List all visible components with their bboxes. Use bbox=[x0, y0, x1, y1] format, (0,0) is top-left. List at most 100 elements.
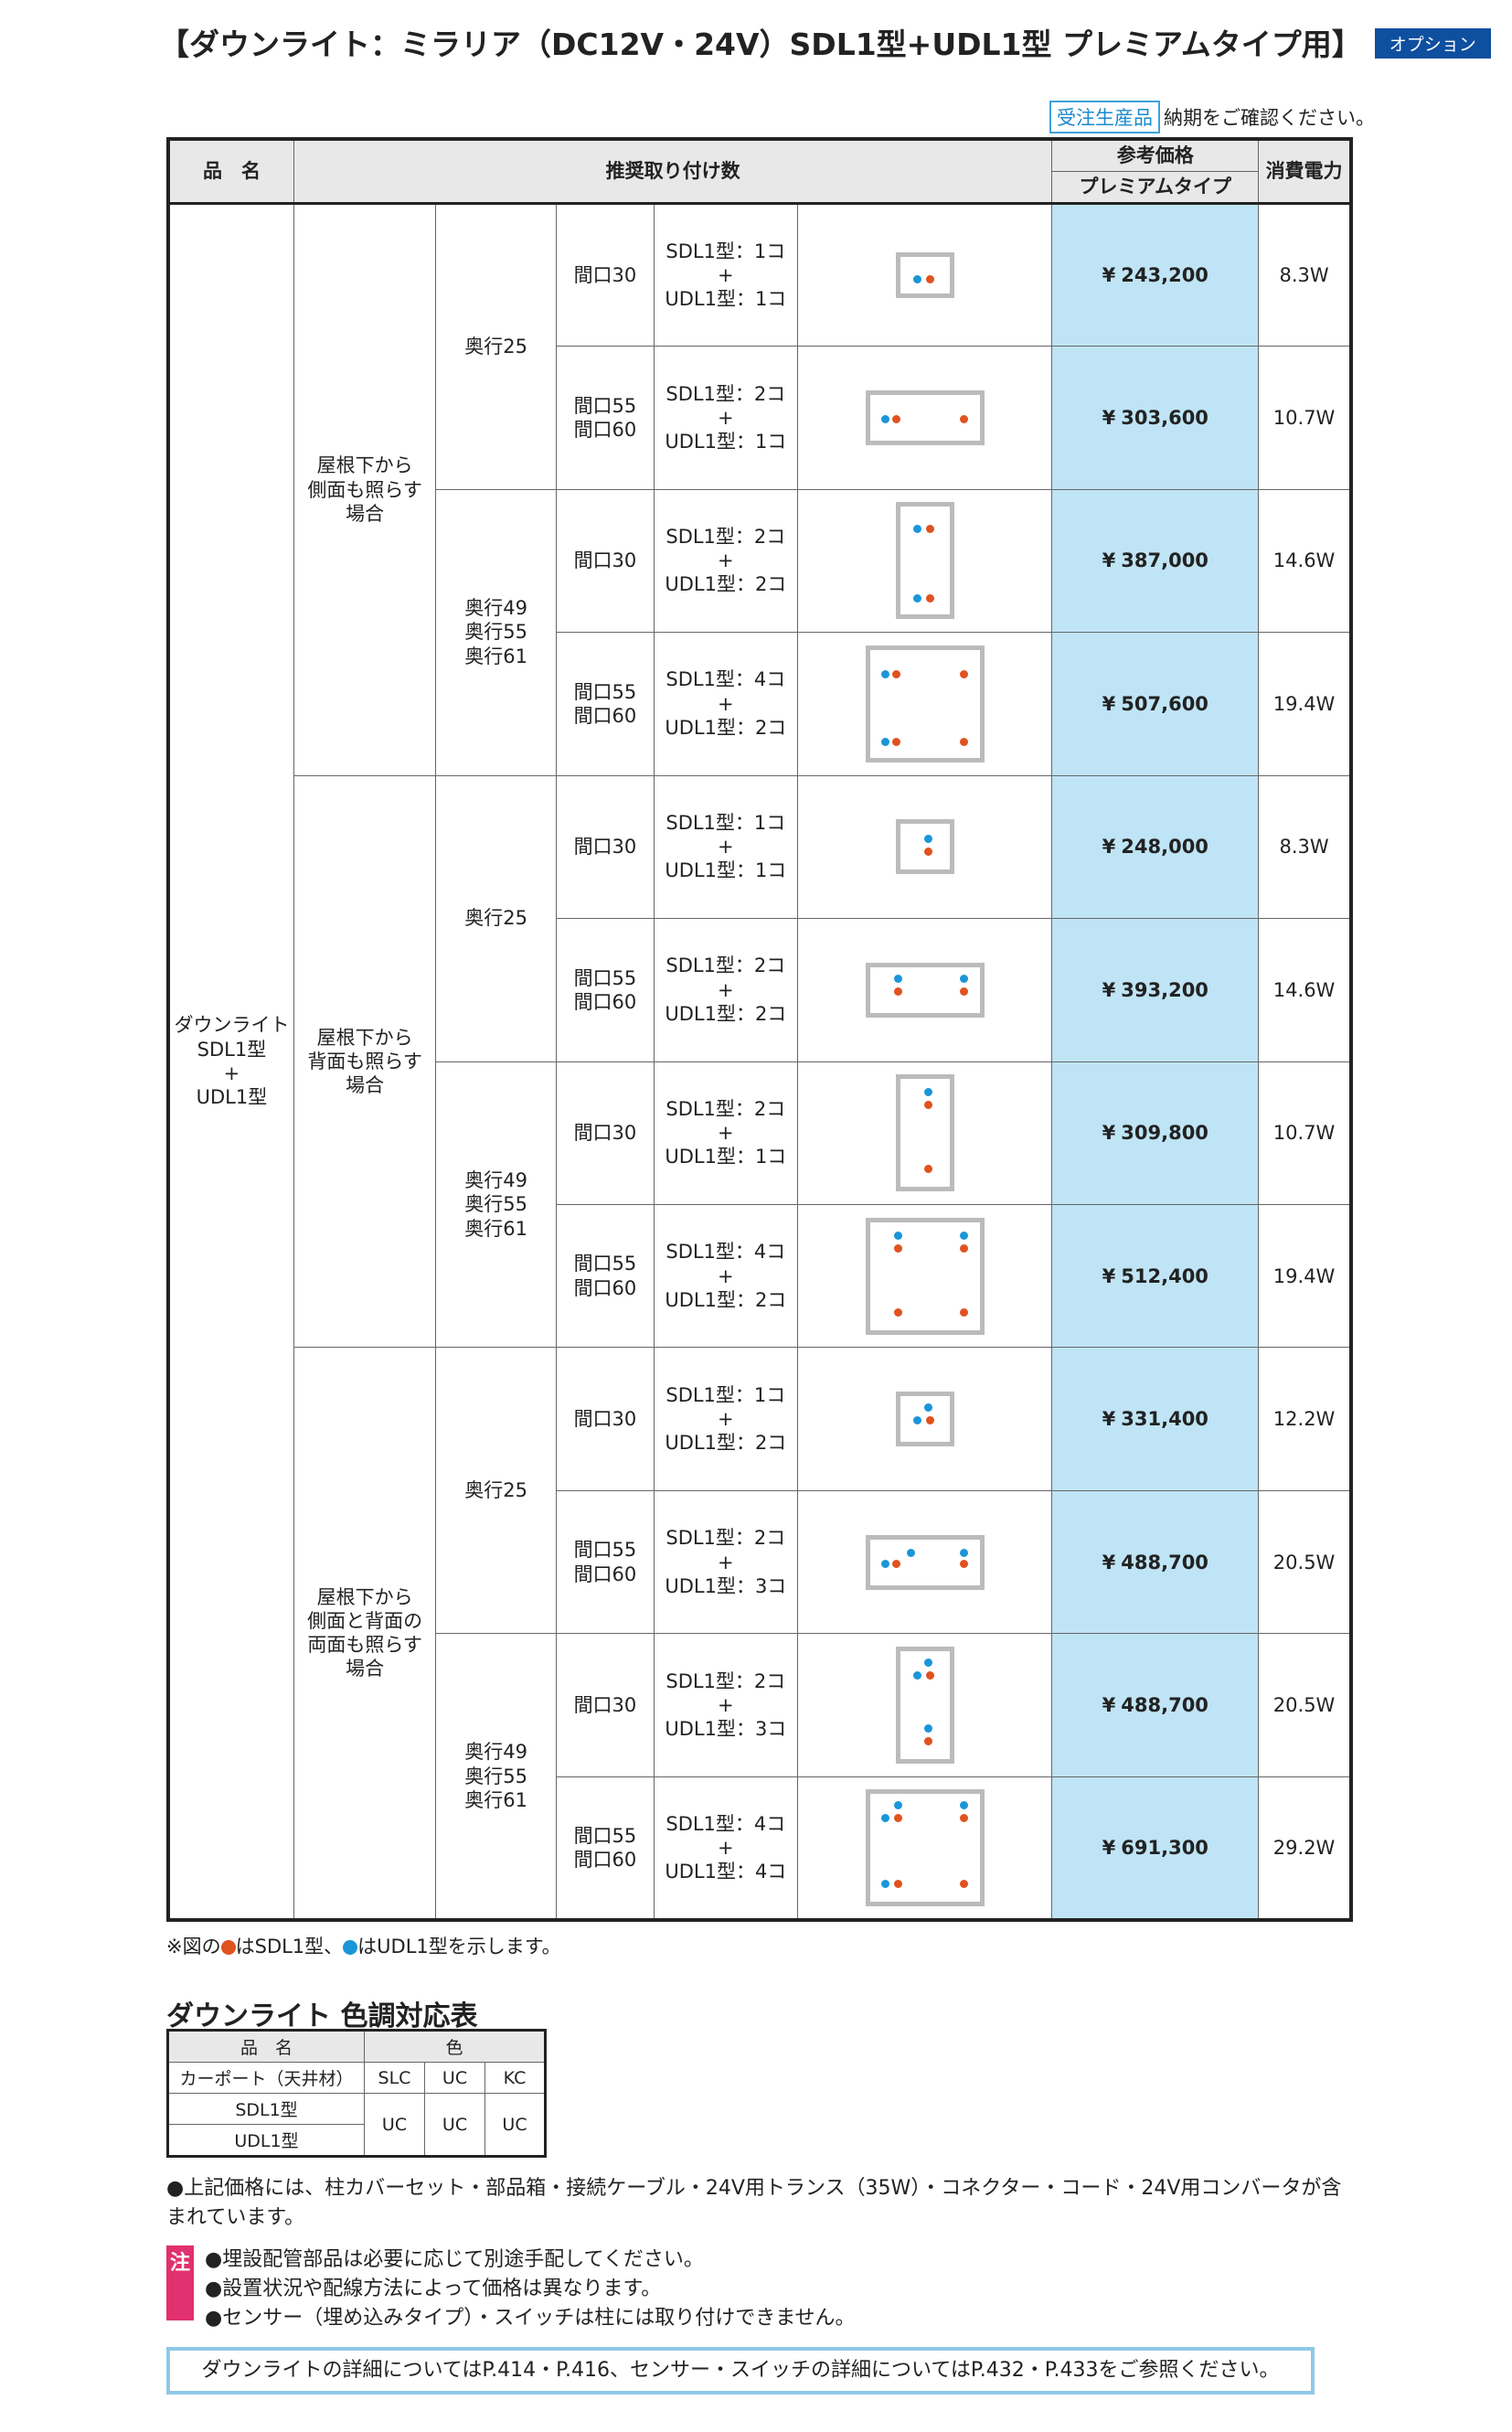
udl-light-dot bbox=[912, 1671, 921, 1680]
sdl-light-dot bbox=[925, 1416, 934, 1425]
case-cell: 屋根下から側面も照らす場合 bbox=[293, 202, 437, 776]
sdl-light-dot bbox=[893, 1879, 902, 1888]
udl-light-dot bbox=[923, 1724, 932, 1733]
header-price: 参考価格 bbox=[1051, 138, 1260, 172]
color-table: 品 名 色 カーポート（天井材） SLC UC KC SDL1型 UC UC U… bbox=[166, 2029, 547, 2158]
udl-light-dot bbox=[923, 835, 932, 844]
layout-diagram-cell bbox=[796, 1347, 1053, 1491]
yen-sign: ¥ bbox=[1102, 1122, 1116, 1145]
depth-cell: 奥行25 bbox=[435, 202, 557, 490]
price-value: 243,200 bbox=[1121, 263, 1209, 286]
power-cell: 19.4W bbox=[1258, 632, 1352, 776]
width-cell: 間口30 bbox=[555, 1061, 655, 1205]
price-value: 393,200 bbox=[1121, 978, 1209, 1001]
price-cell: ¥507,600 bbox=[1051, 632, 1260, 776]
udl-dot-legend bbox=[343, 1940, 358, 1955]
price-cell: ¥309,800 bbox=[1051, 1061, 1260, 1205]
width-cell: 間口30 bbox=[555, 488, 655, 634]
price-cell: ¥303,600 bbox=[1051, 346, 1260, 490]
yen-sign: ¥ bbox=[1102, 978, 1116, 1001]
count-cell: SDL1型：1コ+UDL1型：1コ bbox=[654, 202, 798, 347]
case-cell: 屋根下から側面と背面の両面も照らす場合 bbox=[293, 1347, 437, 1921]
layout-diagram-cell bbox=[796, 918, 1053, 1062]
layout-diagram bbox=[865, 962, 985, 1018]
layout-diagram-cell bbox=[796, 1633, 1053, 1777]
udl-light-dot bbox=[880, 669, 889, 678]
layout-diagram bbox=[895, 1392, 954, 1447]
note-tag: 注 bbox=[166, 2245, 194, 2320]
yen-sign: ¥ bbox=[1102, 836, 1116, 859]
color-cell: UC bbox=[364, 2093, 425, 2157]
order-note-text: 納期をご確認ください。 bbox=[1164, 107, 1375, 129]
price-cell: ¥512,400 bbox=[1051, 1203, 1260, 1349]
sdl-light-dot bbox=[923, 848, 932, 857]
count-cell: SDL1型：4コ+UDL1型：2コ bbox=[654, 632, 798, 776]
price-cell: ¥248,000 bbox=[1051, 774, 1260, 920]
udl-light-dot bbox=[959, 1548, 968, 1557]
price-cell: ¥488,700 bbox=[1051, 1489, 1260, 1635]
power-cell: 10.7W bbox=[1258, 1061, 1352, 1205]
count-cell: SDL1型：2コ+UDL1型：1コ bbox=[654, 346, 798, 490]
power-cell: 8.3W bbox=[1258, 774, 1352, 920]
count-cell: SDL1型：4コ+UDL1型：4コ bbox=[654, 1776, 798, 1921]
price-cell: ¥691,300 bbox=[1051, 1776, 1260, 1921]
yen-sign: ¥ bbox=[1102, 1264, 1116, 1287]
note-line: ●埋設配管部品は必要に応じて別途手配してください。 bbox=[205, 2248, 704, 2271]
header-recommended: 推奨取り付け数 bbox=[293, 138, 1053, 205]
sdl-light-dot bbox=[891, 414, 900, 423]
footnote-suffix: はUDL1型を示します。 bbox=[357, 1936, 561, 1957]
color-head-product: 品 名 bbox=[167, 2030, 365, 2063]
udl-light-dot bbox=[923, 1403, 932, 1413]
count-cell: SDL1型：2コ+UDL1型：3コ bbox=[654, 1489, 798, 1635]
sdl-light-dot bbox=[923, 1165, 932, 1174]
layout-diagram bbox=[865, 1534, 985, 1590]
layout-diagram-cell bbox=[796, 1203, 1053, 1349]
count-cell: SDL1型：2コ+UDL1型：2コ bbox=[654, 488, 798, 634]
layout-diagram-cell bbox=[796, 202, 1053, 347]
color-table-title: ダウンライト 色調対応表 bbox=[166, 2000, 478, 2032]
layout-diagram-cell bbox=[796, 1489, 1053, 1635]
sdl-light-dot bbox=[959, 414, 968, 423]
layout-diagram bbox=[865, 389, 985, 445]
yen-sign: ¥ bbox=[1102, 406, 1116, 429]
footnote-prefix: ※図の bbox=[166, 1936, 221, 1957]
layout-diagram-cell bbox=[796, 488, 1053, 634]
width-cell: 間口30 bbox=[555, 1633, 655, 1777]
sdl-light-dot bbox=[959, 1559, 968, 1568]
sdl-light-dot bbox=[893, 1813, 902, 1822]
udl-light-dot bbox=[880, 1559, 889, 1568]
yen-sign: ¥ bbox=[1102, 1693, 1116, 1716]
power-cell: 14.6W bbox=[1258, 488, 1352, 634]
layout-diagram bbox=[895, 251, 954, 298]
color-row-name: UDL1型 bbox=[167, 2124, 365, 2157]
sdl-light-dot bbox=[959, 987, 968, 996]
udl-light-dot bbox=[959, 1231, 968, 1240]
sdl-light-dot bbox=[925, 594, 934, 603]
footnote-mid: はSDL1型、 bbox=[235, 1936, 344, 1957]
depth-cell: 奥行25 bbox=[435, 774, 557, 1062]
sdl-light-dot bbox=[959, 669, 968, 678]
sdl-light-dot bbox=[891, 737, 900, 746]
page-title-text: 【ダウンライト：ミラリア（DC12V・24V）SDL1型+UDL1型 プレミアム… bbox=[159, 27, 1362, 62]
color-cell: UC bbox=[424, 2093, 485, 2157]
layout-diagram-cell bbox=[796, 1061, 1053, 1205]
price-value: 387,000 bbox=[1121, 549, 1209, 572]
yen-sign: ¥ bbox=[1102, 263, 1116, 286]
power-cell: 29.2W bbox=[1258, 1776, 1352, 1921]
layout-diagram bbox=[895, 1647, 954, 1765]
header-power: 消費電力 bbox=[1258, 138, 1352, 205]
udl-light-dot bbox=[893, 1800, 902, 1809]
sdl-light-dot bbox=[925, 274, 934, 283]
layout-diagram bbox=[865, 1788, 985, 1906]
udl-light-dot bbox=[906, 1548, 915, 1557]
